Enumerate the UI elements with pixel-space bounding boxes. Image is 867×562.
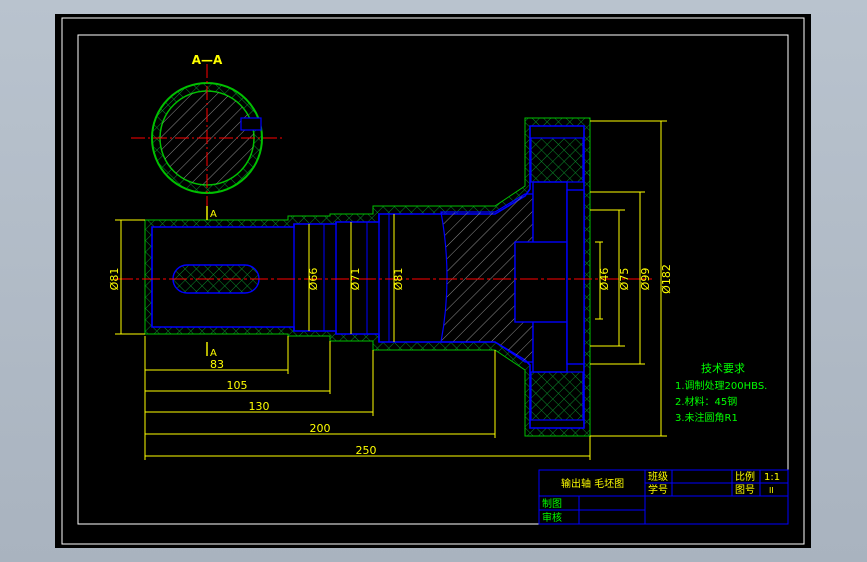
dim-105: 105 (227, 379, 248, 392)
dim-130: 130 (249, 400, 270, 413)
section-label: A—A (192, 53, 223, 67)
checked-label: 审核 (542, 511, 562, 524)
tech-req-title: 技术要求 (701, 362, 745, 375)
keyway-cut (240, 117, 262, 131)
inner-frame (77, 34, 789, 525)
scale-label: 比例 (735, 470, 755, 483)
tech-req-item-1: 1.调制处理200HBS. (675, 379, 767, 392)
dim-d75: Ø75 (618, 268, 631, 291)
tech-req-item-2: 2.材料：45钢 (675, 395, 737, 408)
dim-d71: Ø71 (349, 268, 362, 291)
dim-d99: Ø99 (639, 268, 652, 291)
drawing-no-value: II (769, 486, 774, 495)
shaft-view: A A (115, 117, 655, 437)
diameter-labels: Ø81 Ø66 Ø71 Ø81 Ø46 Ø75 Ø99 Ø182 (108, 264, 673, 294)
section-view-aa: A—A (131, 53, 285, 210)
title-block (538, 469, 789, 525)
flange-bore-inner (514, 241, 568, 323)
dim-250: 250 (356, 444, 377, 457)
drawing-sheet: A—A A A (55, 14, 811, 548)
cut-mark-label-top: A (210, 209, 217, 220)
scale-value: 1:1 (764, 472, 780, 483)
flange-top-solid (530, 137, 584, 183)
length-labels: 83 105 130 200 250 (210, 358, 377, 457)
flange-face-recess (566, 189, 585, 365)
drawing-canvas[interactable]: A—A A A (55, 14, 811, 548)
cut-mark-label-bottom: A (210, 348, 217, 359)
dim-83: 83 (210, 358, 224, 371)
dim-d66: Ø66 (307, 268, 320, 291)
title-block-text: 输出轴 毛坯图 班级 学号 比例 1:1 图号 II 制图 审核 (542, 470, 780, 524)
dim-d81-left: Ø81 (108, 268, 121, 291)
dim-d81: Ø81 (392, 268, 405, 291)
student-no-label: 学号 (648, 483, 668, 496)
flange-bottom-solid (530, 371, 584, 421)
part-name: 输出轴 毛坯图 (561, 477, 624, 490)
dim-200: 200 (310, 422, 331, 435)
dim-d182: Ø182 (660, 264, 673, 294)
tech-requirements: 技术要求 1.调制处理200HBS. 2.材料：45钢 3.未注圆角R1 (675, 362, 767, 424)
tech-req-item-3: 3.未注圆角R1 (675, 411, 738, 424)
outer-frame (61, 17, 805, 545)
drawn-label: 制图 (542, 497, 562, 510)
drawing-no-label: 图号 (735, 484, 755, 496)
dim-d46: Ø46 (598, 268, 611, 291)
length-dimensions (144, 336, 591, 460)
diameter-dimensions (115, 120, 667, 437)
class-label: 班级 (648, 471, 668, 483)
